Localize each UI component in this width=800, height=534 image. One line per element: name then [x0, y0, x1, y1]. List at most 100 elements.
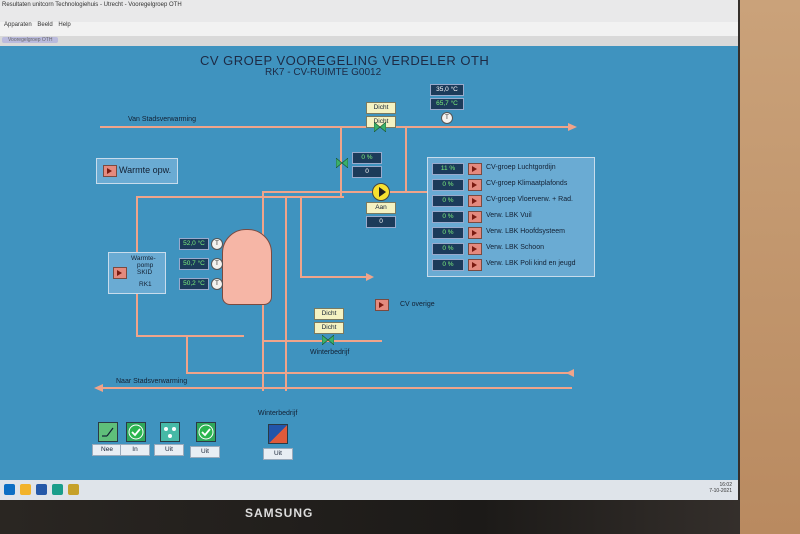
group-arrow-icon[interactable] [468, 195, 482, 207]
group-value: 0 % [432, 179, 464, 191]
app-icon[interactable] [68, 484, 79, 495]
tab-vooregelgroep[interactable]: Vooregelgroep OTH [2, 37, 59, 43]
warmte-arrow-icon [103, 165, 117, 177]
control-2-icon[interactable] [126, 422, 146, 442]
return-branch-arrow-icon [566, 369, 574, 377]
control-1-label[interactable]: Nee [92, 444, 122, 456]
mix-valve-percent: 0 % [352, 152, 382, 164]
taskbar-clock[interactable]: 16:02 7-10-2021 [709, 482, 732, 494]
group-arrow-icon[interactable] [468, 163, 482, 175]
taskbar-time: 16:02 [719, 482, 732, 488]
tank-temp-top: 52,0 °C [179, 238, 209, 250]
group-label: CV-groep Luchtgordijn [486, 164, 556, 171]
taskbar-date: 7-10-2021 [709, 488, 732, 494]
pump-icon[interactable] [372, 183, 390, 201]
pipe-top-horizontal [262, 191, 407, 193]
group-arrow-icon[interactable] [468, 243, 482, 255]
group-value: 0 % [432, 227, 464, 239]
heatpump-label-3: SKID [137, 269, 153, 276]
window-title: Resultaten unitcorn Technologiehuis - Ut… [2, 2, 182, 8]
groups-panel: 11 % CV-groep Luchtgordijn 0 %CV-groep Kli… [427, 157, 595, 277]
group-value: 0 % [432, 243, 464, 255]
return-pipe [100, 387, 572, 389]
network-icon [164, 427, 176, 438]
group-row[interactable]: 0 % Verw. LBK Schoon [430, 242, 590, 256]
group-label: Verw. LBK Poli kind en jeugd [486, 260, 576, 267]
winter-valve-label: Winterbedrijf [310, 349, 350, 356]
menu-item-beeld[interactable]: Beeld [37, 22, 53, 28]
background-wall [740, 0, 800, 534]
group-value: 11 % [432, 163, 464, 175]
explorer-icon[interactable] [20, 484, 31, 495]
edge-icon[interactable] [52, 484, 63, 495]
group-arrow-icon[interactable] [468, 179, 482, 191]
winter-valve-status-1: Dicht [314, 308, 344, 320]
mix-valve-icon[interactable] [336, 158, 348, 168]
control-3-label[interactable]: Uit [154, 444, 184, 456]
control-1-icon[interactable] [98, 422, 118, 442]
pipe-vertical-a [340, 126, 342, 196]
overige-arrow-icon [366, 273, 374, 281]
return-label: Naar Stadsverwarming [116, 378, 188, 385]
tank-temp-bottom-icon: T [211, 278, 223, 290]
buffer-tank [222, 229, 272, 305]
pipe-left-horizontal [136, 196, 344, 198]
top-temp-sensor-icon: T [441, 112, 453, 124]
pipe-bottom-left [136, 335, 244, 337]
group-row[interactable]: 0 %CV-groep Vloerverw. + Rad. [430, 194, 590, 208]
winterbedrijf-control-label[interactable]: Uit [263, 448, 293, 460]
top-valve-icon[interactable] [374, 122, 386, 132]
menu-item-help[interactable]: Help [58, 22, 71, 28]
switch-icon [102, 427, 114, 437]
word-icon[interactable] [36, 484, 47, 495]
control-2-label[interactable]: In [120, 444, 150, 456]
winter-valve-status-2: Dicht [314, 322, 344, 334]
pipe-tank-right-2 [285, 196, 287, 391]
heatpump-arrow-icon [113, 267, 127, 279]
checkmark-icon [198, 424, 214, 440]
group-row[interactable]: 11 % CV-groep Luchtgordijn [430, 162, 590, 176]
group-row[interactable]: 0 %CV-groep Klimaatplafonds [430, 178, 590, 192]
group-row[interactable]: 0 %Verw. LBK Poli kind en jeugd [430, 258, 590, 272]
control-4-icon[interactable] [196, 422, 216, 442]
group-arrow-icon[interactable] [468, 259, 482, 271]
mix-valve-value: 0 [352, 166, 382, 178]
group-arrow-icon[interactable] [468, 211, 482, 223]
group-value: 0 % [432, 195, 464, 207]
tabbar: Vooregelgroep OTH [0, 36, 738, 46]
pipe-left-bottom-vertical [186, 335, 188, 373]
page-title: CV GROEP VOOREGELING VERDELER OTH [200, 53, 490, 68]
pipe-group-link [405, 191, 427, 193]
monitor-brand: SAMSUNG [245, 506, 314, 520]
winter-valve-icon[interactable] [322, 335, 334, 345]
supply-pipe [100, 126, 570, 128]
warmte-opw-button[interactable]: Warmte opw. [96, 158, 178, 184]
checkmark-icon [128, 424, 144, 440]
group-label: Verw. LBK Hoofdsysteem [486, 228, 565, 235]
tank-temp-mid: 50,7 °C [179, 258, 209, 270]
group-value: 0 % [432, 211, 464, 223]
group-row[interactable]: 0 %Verw. LBK Vuil [430, 210, 590, 224]
winterbedrijf-control-icon[interactable] [268, 424, 288, 444]
heatpump-label-2: pomp [137, 262, 154, 269]
top-temp-2: 65,7 °C [430, 98, 464, 110]
group-label: Verw. LBK Schoon [486, 244, 544, 251]
supply-arrow-icon [568, 123, 577, 131]
heatpump-label-4: RK1 [139, 281, 152, 288]
control-3-icon[interactable] [160, 422, 180, 442]
heatpump-skid[interactable]: Warmte- pomp SKID RK1 [108, 252, 166, 294]
cv-overige-button[interactable] [375, 299, 389, 311]
top-valve-status-1: Dicht [366, 102, 396, 114]
group-arrow-icon[interactable] [468, 227, 482, 239]
taskbar: 16:02 7-10-2021 [0, 480, 738, 500]
control-4-label[interactable]: Uit [190, 446, 220, 458]
menu-item-apparaten[interactable]: Apparaten [4, 22, 32, 28]
start-icon[interactable] [4, 484, 15, 495]
heatpump-label-1: Warmte- [131, 255, 156, 262]
pipe-vertical-b [405, 126, 407, 191]
group-row[interactable]: 0 % Verw. LBK Hoofdsysteem [430, 226, 590, 240]
pump-status: Aan [366, 202, 396, 214]
return-branch-pipe [186, 372, 572, 374]
top-temp-1: 35,0 °C [430, 84, 464, 96]
pump-value: 0 [366, 216, 396, 228]
